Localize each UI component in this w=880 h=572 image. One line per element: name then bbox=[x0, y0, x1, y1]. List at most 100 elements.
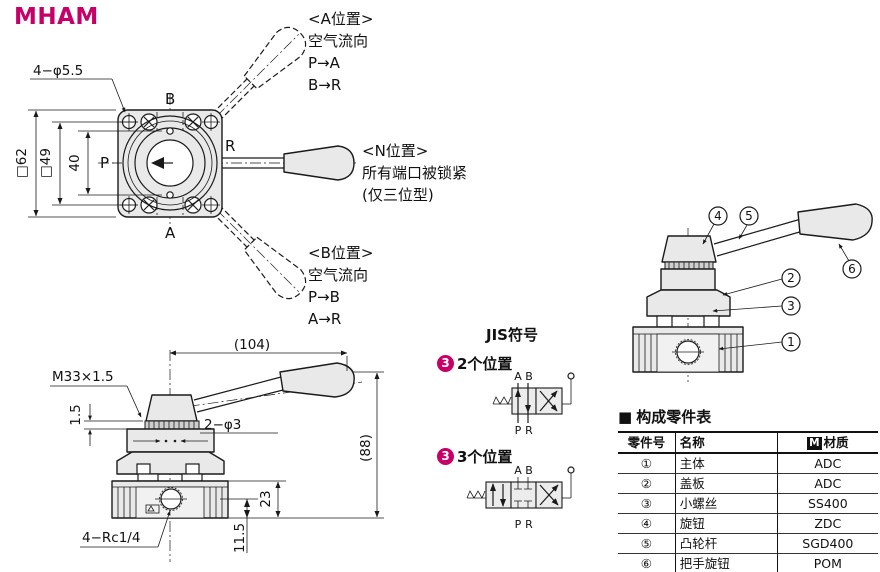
svg-text:5: 5 bbox=[745, 209, 753, 223]
cam-ring bbox=[144, 420, 200, 430]
mounting-holes bbox=[120, 113, 220, 214]
closed-center-ports bbox=[514, 477, 532, 508]
section-bullet: ■ bbox=[618, 407, 633, 426]
dim-23: 23 bbox=[225, 480, 286, 518]
lever-direction-pointer bbox=[151, 157, 173, 169]
brand-mark bbox=[145, 504, 160, 514]
table-row: ② 盖板 ADC bbox=[618, 473, 878, 494]
dim-11-5: 11.5 bbox=[220, 498, 258, 553]
jis-3pos-label: 3个位置 bbox=[457, 448, 513, 466]
annotation-n-line2: (仅三位型) bbox=[362, 186, 434, 204]
annotation-b-line3: A→R bbox=[308, 310, 342, 328]
lever-operator-symbol bbox=[562, 466, 575, 499]
jis3-port-p: P bbox=[515, 518, 522, 531]
annotation-position-n: <N位置> 所有端口被锁紧 (仅三位型) bbox=[362, 140, 467, 206]
material-mark: M bbox=[807, 437, 822, 450]
col-header-name: 名称 bbox=[675, 431, 778, 454]
jis-2pos-row: 3 2个位置 bbox=[437, 353, 512, 374]
thread-callout-label: M33×1.5 bbox=[52, 369, 114, 385]
svg-text:2: 2 bbox=[787, 271, 795, 285]
annotation-a-line1: 空气流向 bbox=[308, 32, 369, 50]
dim-62-label: □62 bbox=[14, 148, 30, 178]
pin-callout: 2−φ3 bbox=[133, 417, 278, 443]
lever-operator-symbol bbox=[562, 372, 575, 405]
callout-3: 3 bbox=[712, 296, 801, 316]
dim-23-label: 23 bbox=[258, 490, 274, 507]
jis-heading: JIS符号 bbox=[486, 326, 538, 344]
dim-88-label: (88) bbox=[358, 434, 374, 462]
hole-callout: 4−φ5.5 bbox=[30, 63, 126, 113]
annotation-b-line1: 空气流向 bbox=[308, 266, 369, 284]
jis2-port-a: A bbox=[514, 370, 522, 383]
table-row: ⑤ 凸轮杆 SGD400 bbox=[618, 533, 878, 554]
jis2-port-p: P bbox=[515, 424, 522, 437]
annotation-b-title: <B位置> bbox=[308, 244, 374, 262]
thread-callout: M33×1.5 bbox=[50, 369, 142, 418]
svg-text:6: 6 bbox=[848, 262, 856, 276]
parts-table-heading: ■ 构成零件表 bbox=[618, 406, 880, 427]
jis-2pos-label: 2个位置 bbox=[457, 355, 513, 373]
port-callout: 4−Rc1/4 bbox=[80, 510, 171, 548]
port-label-a: A bbox=[165, 224, 176, 242]
lever-position-a-dashed bbox=[211, 26, 307, 122]
hole-callout-label: 4−φ5.5 bbox=[33, 63, 83, 79]
assembly-cover bbox=[646, 289, 731, 317]
note-badge-3: 3 bbox=[437, 448, 454, 465]
dim-11-5-label: 11.5 bbox=[232, 523, 248, 553]
dim-49-label: □49 bbox=[38, 148, 54, 178]
annotation-position-b: <B位置> 空气流向 P→B A→R bbox=[292, 242, 373, 330]
note-badge-3: 3 bbox=[437, 355, 454, 372]
dim-40-label: 40 bbox=[67, 154, 83, 171]
jis-symbol-2pos: A B P R bbox=[492, 370, 575, 437]
side-flange bbox=[111, 480, 229, 519]
table-row: ⑥ 把手旋钮 POM bbox=[618, 553, 878, 572]
callout-5: 5 bbox=[738, 206, 759, 240]
assembly-grip bbox=[797, 203, 873, 241]
annotation-n-title: <N位置> bbox=[362, 142, 429, 160]
svg-text:4: 4 bbox=[714, 209, 722, 223]
port-label-b: B bbox=[165, 90, 175, 108]
side-lever-grip bbox=[279, 362, 355, 398]
side-body bbox=[116, 451, 225, 475]
callout-4: 4 bbox=[702, 206, 728, 245]
table-row: ③ 小螺丝 SS400 bbox=[618, 493, 878, 514]
jis3-port-r: R bbox=[525, 518, 533, 531]
pin-callout-label: 2−φ3 bbox=[204, 417, 241, 433]
annotation-a-title: <A位置> bbox=[308, 10, 374, 28]
table-row: ① 主体 ADC bbox=[618, 453, 878, 474]
dim-49: □49 bbox=[38, 121, 138, 206]
annotation-b-line2: P→B bbox=[308, 288, 340, 306]
dim-1-5: 1.5 bbox=[68, 404, 143, 446]
dim-1-5-label: 1.5 bbox=[68, 404, 84, 425]
jis3-port-a: A bbox=[514, 464, 522, 477]
jis2-port-r: R bbox=[525, 424, 533, 437]
lever-position-b-dashed bbox=[211, 204, 307, 300]
jis-symbol-3pos: A B P R bbox=[466, 464, 575, 531]
table-row: ④ 旋钮 ZDC bbox=[618, 513, 878, 534]
dim-40: 40 bbox=[67, 130, 162, 196]
jis2-port-b: B bbox=[525, 370, 533, 383]
callout-1: 1 bbox=[718, 332, 801, 352]
side-view-drawing: 2−φ3 bbox=[50, 337, 384, 562]
page-title: MHAM bbox=[14, 4, 99, 30]
lever-grip bbox=[283, 145, 355, 181]
parts-table-title: 构成零件表 bbox=[636, 408, 712, 426]
annotation-n-line1: 所有端口被锁紧 bbox=[362, 164, 468, 182]
front-view-drawing: B A P R 4−φ5.5 □62 □4 bbox=[14, 26, 358, 300]
side-lever bbox=[193, 362, 355, 413]
svg-text:3: 3 bbox=[787, 299, 795, 313]
dim-88: (88) bbox=[228, 371, 384, 519]
side-neck bbox=[126, 428, 215, 453]
side-knob bbox=[145, 394, 198, 422]
lever-n-position bbox=[222, 145, 355, 181]
body-circle-outer bbox=[122, 115, 218, 211]
spring-symbol bbox=[492, 396, 512, 405]
dim-62: □62 bbox=[14, 109, 116, 218]
col-header-part-no: 零件号 bbox=[618, 431, 676, 454]
